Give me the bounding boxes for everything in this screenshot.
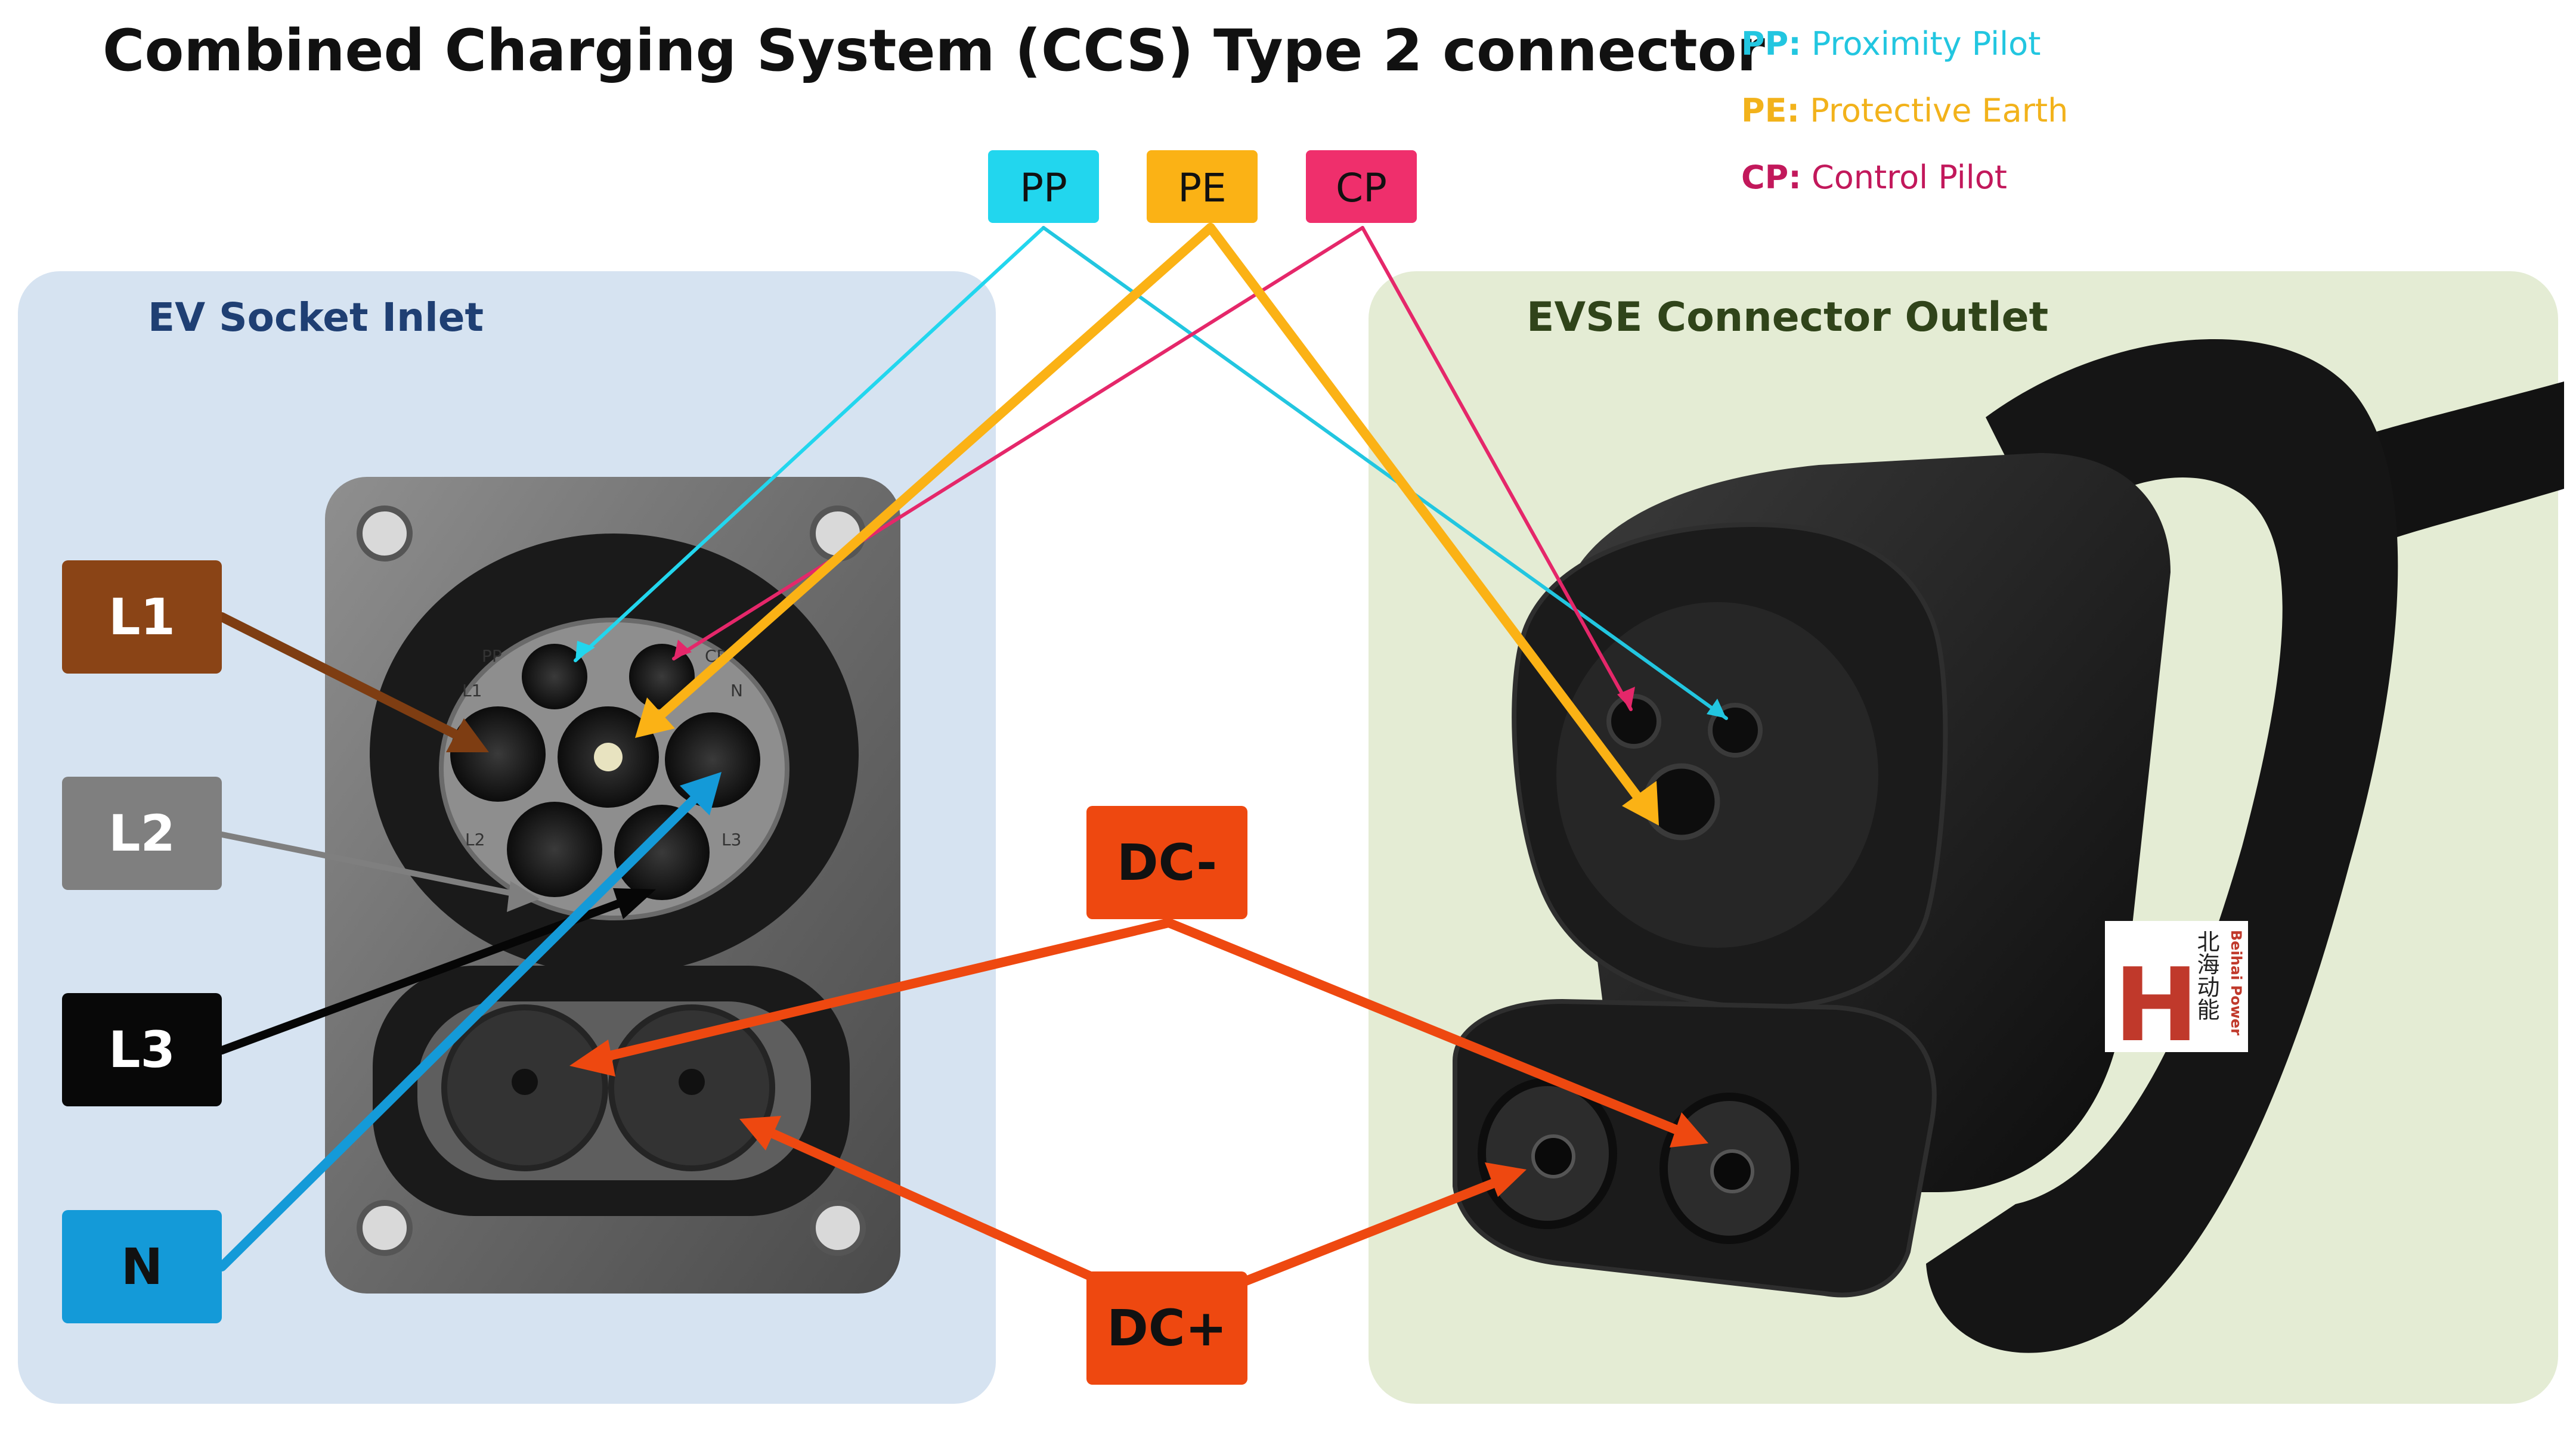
brand-label: H 北海动能 Beihai Power xyxy=(2105,921,2248,1065)
socket-dc-minus-pin xyxy=(512,1069,538,1095)
pe-line-socket xyxy=(642,223,1215,732)
tag-dc-minus-label: DC- xyxy=(1117,833,1217,892)
cp-line-connector xyxy=(1361,226,1633,711)
pe-arrowhead-connector xyxy=(1622,781,1659,826)
tag-pe-label: PE xyxy=(1178,165,1227,211)
pe-line-connector xyxy=(1206,223,1651,812)
l2-line xyxy=(219,832,534,900)
dc-plus-arrowhead-connector xyxy=(1485,1162,1527,1197)
socket-pin-l3 xyxy=(614,805,710,900)
l2-arrowhead xyxy=(507,881,540,912)
cp-arrowhead-socket xyxy=(674,640,692,659)
legend-entry-pp: PP: Proximity Pilot xyxy=(1741,25,2041,63)
tag-l3-label: L3 xyxy=(109,1021,175,1079)
socket-label-l1: L1 xyxy=(462,681,482,700)
arrowheads xyxy=(446,640,1726,1197)
socket-pin-pe-contact xyxy=(594,743,623,771)
socket-pin-l1 xyxy=(450,706,546,802)
tag-pe-box xyxy=(1147,150,1258,223)
tag-l2-box xyxy=(62,777,222,890)
tag-n-box xyxy=(62,1210,222,1323)
dc-plus-arrowhead-socket xyxy=(739,1116,781,1150)
dc-minus-line-socket xyxy=(583,918,1174,1066)
screw-hole-top-right xyxy=(810,505,866,562)
dc-minus-line-connector xyxy=(1164,918,1695,1140)
legend-entry-cp: CP: Control Pilot xyxy=(1741,159,2007,196)
legend-text-pe: Protective Earth xyxy=(1800,92,2068,129)
socket-label-pp: PP xyxy=(482,646,502,666)
pp-arrowhead-socket xyxy=(575,641,595,660)
l1-arrowhead xyxy=(446,718,489,752)
tag-l2-label: L2 xyxy=(109,804,175,863)
legend-text-pp: Proximity Pilot xyxy=(1801,25,2041,63)
legend-entry-pe: PE: Protective Earth xyxy=(1741,92,2068,129)
pp-line-socket xyxy=(574,226,1045,662)
n-line xyxy=(217,782,711,1271)
tag-cp-label: CP xyxy=(1336,165,1387,211)
dc-tags: DC- DC+ xyxy=(1086,806,1247,1385)
screw-hole-bottom-right xyxy=(810,1200,866,1256)
cp-arrowhead-connector xyxy=(1617,687,1635,709)
pp-arrowhead-connector xyxy=(1707,699,1726,718)
tag-pp-label: PP xyxy=(1020,165,1067,211)
connector-handle xyxy=(1926,339,2398,1353)
tag-l3-box xyxy=(62,993,222,1106)
tag-l1-box xyxy=(62,560,222,674)
l3-arrowhead xyxy=(613,888,656,919)
dc-minus-arrowhead-connector xyxy=(1670,1112,1708,1147)
legend-abbr-cp: CP xyxy=(1741,159,1788,196)
tag-dc-plus-label: DC+ xyxy=(1107,1299,1227,1357)
socket-label-n: N xyxy=(730,681,743,700)
tag-dc-plus-box xyxy=(1086,1271,1247,1385)
legend: PP: Proximity Pilot PE: Protective Earth… xyxy=(1741,25,2068,196)
brand-label-background xyxy=(2105,921,2248,1052)
connector-dc-plus-pin xyxy=(1710,1149,1754,1193)
socket-pin-pp xyxy=(522,644,587,709)
tag-cp-box xyxy=(1306,150,1417,223)
evse-connector-panel-title: EVSE Connector Outlet xyxy=(1527,294,2048,341)
connector-pin-cp xyxy=(1606,694,1661,749)
pin-lines xyxy=(217,223,1728,1316)
tag-pp-box xyxy=(988,150,1099,223)
tag-n-label: N xyxy=(121,1237,163,1296)
connector-dc-minus-pin xyxy=(1531,1134,1575,1178)
tag-l1-label: L1 xyxy=(109,588,175,646)
ev-socket-panel-title: EV Socket Inlet xyxy=(148,294,484,340)
tag-dc-minus-box xyxy=(1086,806,1247,919)
side-tags: L1 L2 L3 N xyxy=(62,560,222,1323)
socket-pin-l2 xyxy=(507,802,602,897)
legend-sep-pp: : xyxy=(1788,25,1801,63)
dc-minus-arrowhead-socket xyxy=(569,1040,615,1077)
socket-pin-cp xyxy=(629,644,695,709)
top-tags: PP PE CP xyxy=(988,150,1417,223)
brand-name: Beihai Power xyxy=(2228,930,2244,1035)
legend-abbr-pe: PE xyxy=(1741,92,1787,129)
screw-hole-bottom-left xyxy=(357,1200,413,1256)
socket-label-l2: L2 xyxy=(465,830,485,849)
cp-line-socket xyxy=(672,226,1364,660)
pe-arrowhead-socket xyxy=(635,697,675,738)
socket-dc-plus-pin xyxy=(679,1069,705,1095)
pp-line-connector xyxy=(1042,226,1728,720)
l1-line xyxy=(217,612,482,750)
legend-sep-pe: : xyxy=(1787,92,1800,129)
legend-text-cp: Control Pilot xyxy=(1801,159,2007,196)
brand-logo-mark: H xyxy=(2114,947,2199,1065)
brand-chinese-name: 北海动能 xyxy=(2193,930,2219,1021)
n-arrowhead xyxy=(680,772,722,815)
connector-ac-recess xyxy=(1556,602,1878,948)
page-title: Combined Charging System (CCS) Type 2 co… xyxy=(103,17,1766,84)
legend-sep-cp: : xyxy=(1788,159,1801,196)
legend-abbr-pp: PP xyxy=(1741,25,1788,63)
screw-hole-top-left xyxy=(357,505,413,562)
socket-label-l3: L3 xyxy=(722,830,741,849)
